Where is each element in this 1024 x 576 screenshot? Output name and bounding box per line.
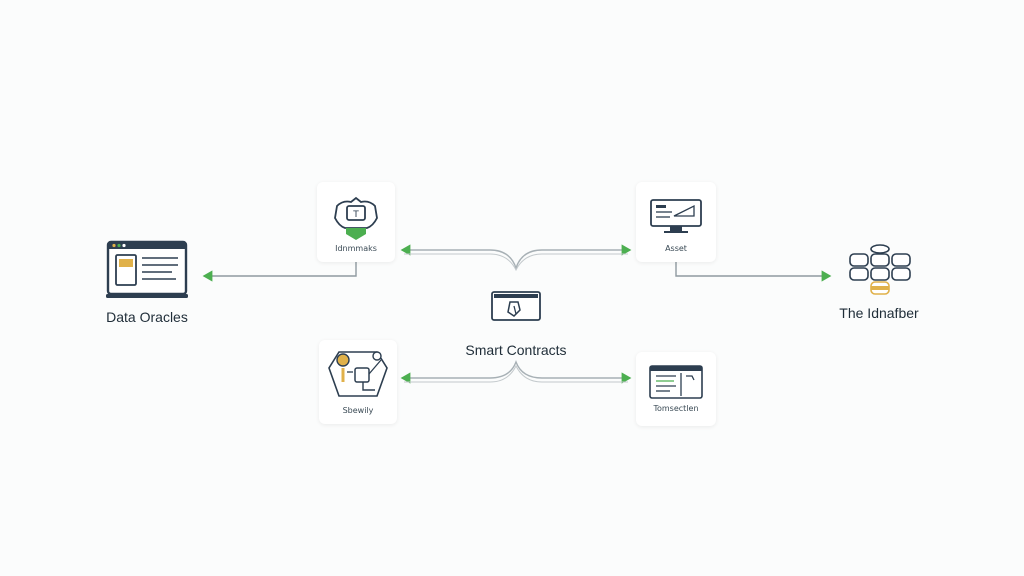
node-label-data-oracles: Data Oracles bbox=[106, 309, 188, 325]
node-label-security: Sbewily bbox=[342, 406, 374, 415]
node-smart-contracts[interactable] bbox=[478, 276, 554, 328]
node-ledger[interactable] bbox=[838, 238, 924, 304]
connector-bottom-bracket bbox=[400, 360, 632, 384]
connector-top-bracket bbox=[400, 244, 632, 271]
browser-window-icon bbox=[106, 240, 188, 298]
connector-asset-to-ledger bbox=[675, 262, 832, 282]
shield-badge-icon: T bbox=[334, 196, 378, 240]
svg-text:T: T bbox=[352, 210, 359, 220]
node-data-oracles[interactable] bbox=[98, 234, 196, 306]
monitor-icon bbox=[650, 199, 702, 233]
node-label-identity: Idnmmaks bbox=[335, 244, 377, 253]
document-window-icon bbox=[649, 365, 703, 399]
connector-bottom-bracket-inner bbox=[404, 364, 628, 383]
connector-top-bracket-inner bbox=[404, 253, 628, 272]
node-label-ledger: The Idnafber bbox=[839, 305, 919, 321]
connector-identity-to-oracles bbox=[202, 262, 357, 282]
node-transaction[interactable]: Tomsectlen bbox=[636, 352, 716, 426]
node-asset[interactable]: Asset bbox=[636, 182, 716, 262]
database-stack-icon bbox=[849, 244, 911, 295]
node-label-transaction: Tomsectlen bbox=[653, 404, 699, 413]
node-label-asset: Asset bbox=[665, 244, 687, 253]
node-security[interactable]: Sbewily bbox=[319, 340, 397, 424]
node-identity[interactable]: T Idnmmaks bbox=[317, 182, 395, 262]
node-label-smart-contracts: Smart Contracts bbox=[465, 342, 567, 358]
security-network-icon bbox=[328, 351, 388, 397]
contract-screen-icon bbox=[491, 291, 541, 321]
